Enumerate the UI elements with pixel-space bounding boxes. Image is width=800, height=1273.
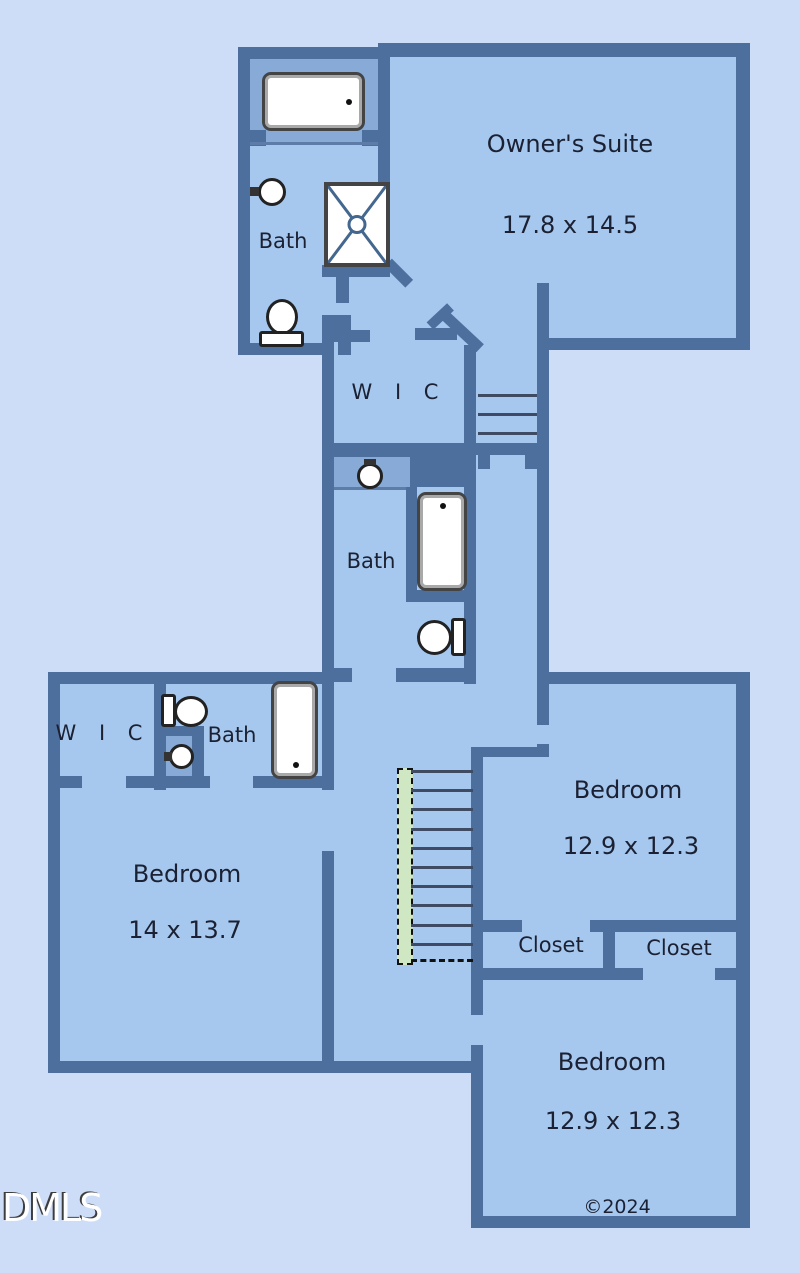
sink-icon [258,178,286,206]
sink-icon [357,463,383,489]
wall-segment [471,1045,483,1228]
room-dims-bedroom-left: 14 x 13.7 [128,916,242,944]
bathtub-icon [271,681,318,779]
wall-segment [471,968,643,980]
wall-segment [253,776,334,788]
stair-dashed-edge [411,959,473,962]
wall-segment [322,315,334,682]
room-label-bedroom-left: Bedroom [132,860,242,888]
stair-treads-lower [411,770,473,965]
wall-segment [322,265,390,277]
wall-segment [471,757,483,1015]
room-label-wic-mid: W I C [351,380,447,404]
faucet-icon [364,459,376,465]
wall-segment [154,726,204,736]
room-label-owners-suite: Owner's Suite [486,130,654,158]
wall-segment [471,1216,750,1228]
toilet-icon [266,299,298,335]
toilet-tank-icon [259,331,304,347]
room-label-bath-top: Bath [258,229,308,253]
toilet-icon [174,696,208,727]
wall-segment [336,277,349,303]
wall-segment [388,43,750,57]
room-dims-bedroom-right: 12.9 x 12.3 [562,832,700,860]
wall-segment [406,487,417,602]
shower-icon [324,182,390,267]
room-fill-bedroom-bottom [471,980,750,1228]
wall-segment [537,283,549,725]
room-dims-bedroom-bottom: 12.9 x 12.3 [544,1107,682,1135]
wall-segment [736,43,750,350]
bathtub-icon [417,492,467,591]
sink-icon [169,744,194,769]
copyright-text: ©2024 [583,1196,651,1218]
stair-treads-upper [478,394,537,454]
room-label-closet-left: Closet [518,933,584,957]
wall-segment [48,672,60,1073]
wall-segment [415,328,457,340]
wall-segment [603,920,615,980]
wall-segment [333,315,351,332]
wall-segment [715,968,750,980]
faucet-icon [164,752,172,761]
wall-segment [545,672,750,684]
wall-segment [48,1061,483,1073]
room-label-bath-mid: Bath [346,549,396,573]
wall-segment [471,747,549,757]
wall-segment [48,672,333,684]
wall-segment [126,776,210,788]
wall-segment [478,455,490,469]
wall-segment [322,330,370,342]
wall-segment [590,920,750,932]
room-label-bedroom-bottom: Bedroom [557,1048,667,1076]
faucet-icon [250,187,259,196]
wall-segment [238,47,390,59]
wall-segment [525,455,537,469]
wall-segment [238,47,250,355]
wall-segment [410,448,470,487]
tub-nook-edge [250,142,378,145]
room-label-bath-left: Bath [207,723,257,747]
room-label-closet-right: Closet [646,936,712,960]
watermark-logo: DMLS [2,1186,103,1230]
toilet-tank-icon [451,618,466,656]
wall-segment [736,672,750,1228]
wall-segment [322,851,334,1073]
wall-segment [48,776,82,788]
room-label-wic-left: W I C [55,721,151,745]
wall-segment [406,590,470,602]
wall-segment [471,920,522,932]
room-label-bedroom-right: Bedroom [573,776,683,804]
room-fill-mid-column-upper [322,255,549,460]
wall-segment [192,730,204,778]
wall-segment [545,338,750,350]
wall-segment [322,672,334,790]
toilet-icon [417,620,452,655]
room-dims-owners-suite: 17.8 x 14.5 [501,211,639,239]
bathtub-icon [262,72,365,131]
wall-segment [396,668,476,682]
wall-segment [476,443,549,455]
